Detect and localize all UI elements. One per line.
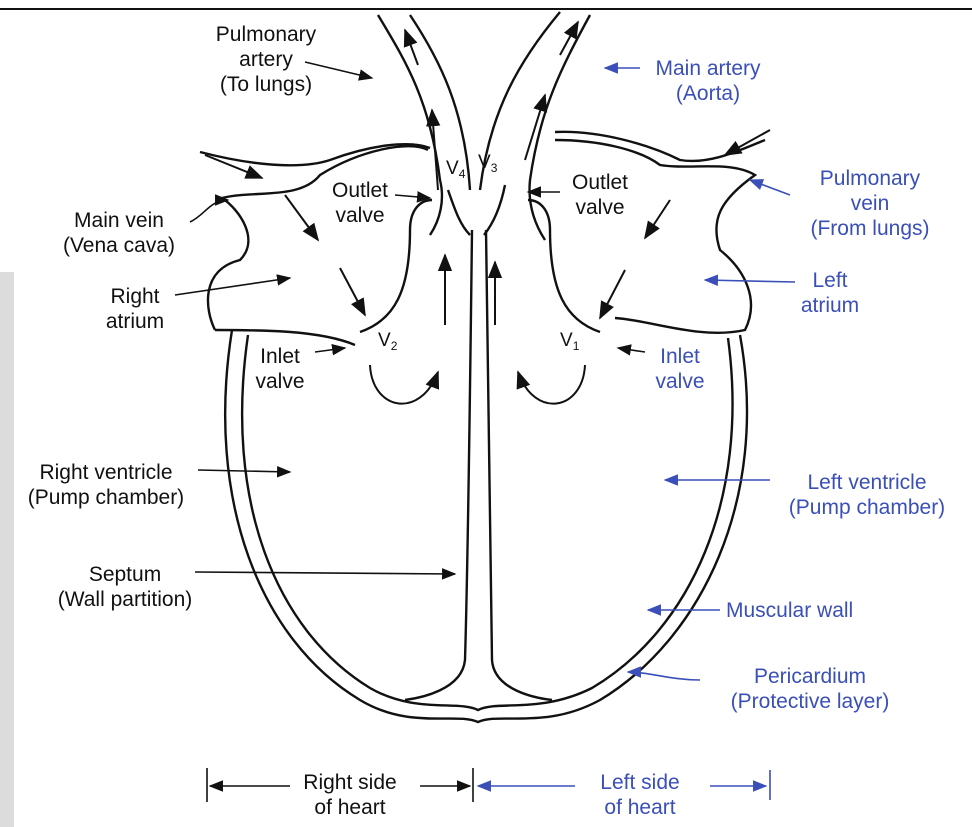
arrow-rv-loop	[370, 365, 438, 404]
leader-main-vein	[190, 200, 228, 222]
label-outlet-valve-right-line1: Outlet	[555, 170, 645, 195]
arrow-ra-2	[340, 268, 365, 315]
arrow-la-1	[645, 200, 670, 238]
label-left-atrium-line2: atrium	[790, 293, 870, 318]
label-muscular-wall-line1: Muscular wall	[726, 598, 853, 623]
label-main-artery-line1: Main artery	[638, 56, 778, 81]
valve-v2-sub: 2	[391, 339, 398, 353]
right-atrium-lower	[215, 330, 355, 345]
valve-v3-letter: V	[478, 152, 491, 173]
valve-label-v1: V1	[560, 330, 579, 353]
label-left-ventricle-line1: Left ventricle	[772, 470, 962, 495]
label-pulmonary-artery-line3: (To lungs)	[196, 72, 336, 97]
label-main-vein: Main vein (Vena cava)	[44, 208, 194, 258]
outlet-valve-v4	[448, 190, 470, 235]
label-pulmonary-vein-line1: Pulmonary	[785, 166, 955, 191]
leader-pulmonary-vein	[750, 180, 790, 195]
left-atrium-top	[555, 132, 765, 161]
label-main-vein-line2: (Vena cava)	[44, 233, 194, 258]
label-right-ventricle-line1: Right ventricle	[6, 460, 206, 485]
label-left-side-line1: Left side	[575, 770, 705, 795]
label-outlet-valve-left-line1: Outlet	[315, 178, 405, 203]
arrow-pulm-out	[405, 30, 418, 65]
label-left-atrium: Left atrium	[790, 268, 870, 318]
outlet-valve-v3	[484, 185, 505, 235]
label-outlet-valve-left-line2: valve	[315, 203, 405, 228]
label-right-atrium: Right atrium	[90, 284, 180, 334]
label-pericardium: Pericardium (Protective layer)	[705, 664, 915, 714]
valve-v3-sub: 3	[491, 161, 498, 175]
label-outlet-valve-right: Outlet valve	[555, 170, 645, 220]
label-main-artery-line2: (Aorta)	[638, 81, 778, 106]
leader-right-atrium	[175, 278, 290, 295]
arrow-pv-in	[725, 130, 770, 155]
leader-right-ventricle	[198, 470, 290, 472]
label-inlet-valve-left: Inlet valve	[240, 344, 320, 394]
septum-line-left	[405, 230, 472, 700]
label-inlet-valve-right-line2: valve	[642, 369, 718, 394]
label-left-side: Left side of heart	[575, 770, 705, 820]
label-outlet-valve-right-line2: valve	[555, 195, 645, 220]
leader-inlet-right	[618, 348, 645, 352]
label-right-ventricle-line2: (Pump chamber)	[6, 485, 206, 510]
label-inlet-valve-left-line2: valve	[240, 369, 320, 394]
valve-v1-letter: V	[560, 330, 573, 351]
arrow-la-2	[600, 270, 625, 318]
leader-pericardium	[628, 672, 700, 680]
leader-septum	[195, 572, 455, 574]
label-right-atrium-line1: Right	[90, 284, 180, 309]
left-atrium-outline	[555, 140, 755, 333]
label-left-side-line2: of heart	[575, 795, 705, 820]
label-pericardium-line1: Pericardium	[705, 664, 915, 689]
valve-v1-sub: 1	[573, 339, 580, 353]
label-right-ventricle: Right ventricle (Pump chamber)	[6, 460, 206, 510]
valve-label-v2: V2	[378, 330, 397, 353]
label-pulmonary-vein-line3: (From lungs)	[785, 216, 955, 241]
label-left-ventricle-line2: (Pump chamber)	[772, 495, 962, 520]
valve-v4-letter: V	[446, 158, 459, 179]
label-pulmonary-artery-line2: artery	[196, 47, 336, 72]
label-inlet-valve-right-line1: Inlet	[642, 344, 718, 369]
label-muscular-wall: Muscular wall	[726, 598, 853, 623]
leader-left-atrium	[705, 280, 795, 282]
label-septum: Septum (Wall partition)	[45, 562, 205, 612]
label-pulmonary-artery: Pulmonary artery (To lungs)	[196, 22, 336, 97]
arrow-rv-up-2	[432, 110, 438, 190]
valve-label-v3: V3	[478, 152, 497, 175]
label-outlet-valve-left: Outlet valve	[315, 178, 405, 228]
label-left-atrium-line1: Left	[790, 268, 870, 293]
label-pulmonary-vein: Pulmonary vein (From lungs)	[785, 166, 955, 241]
label-main-artery: Main artery (Aorta)	[638, 56, 778, 106]
arrow-lv-loop	[518, 365, 585, 404]
valve-v4-sub: 4	[459, 167, 466, 181]
label-main-vein-line1: Main vein	[44, 208, 194, 233]
label-right-side-line1: Right side	[285, 770, 415, 795]
label-right-side: Right side of heart	[285, 770, 415, 820]
label-left-ventricle: Left ventricle (Pump chamber)	[772, 470, 962, 520]
valve-label-v4: V4	[446, 158, 465, 181]
valve-v2-letter: V	[378, 330, 391, 351]
arrow-aorta-out	[560, 22, 578, 55]
arrow-ra-1	[285, 195, 318, 240]
label-inlet-valve-left-line1: Inlet	[240, 344, 320, 369]
label-pulmonary-artery-line1: Pulmonary	[196, 22, 336, 47]
label-septum-line2: (Wall partition)	[45, 587, 205, 612]
label-right-side-line2: of heart	[285, 795, 415, 820]
label-pulmonary-vein-line2: vein	[785, 191, 955, 216]
label-septum-line1: Septum	[45, 562, 205, 587]
label-inlet-valve-right: Inlet valve	[642, 344, 718, 394]
label-right-atrium-line2: atrium	[90, 309, 180, 334]
label-pericardium-line2: (Protective layer)	[705, 689, 915, 714]
